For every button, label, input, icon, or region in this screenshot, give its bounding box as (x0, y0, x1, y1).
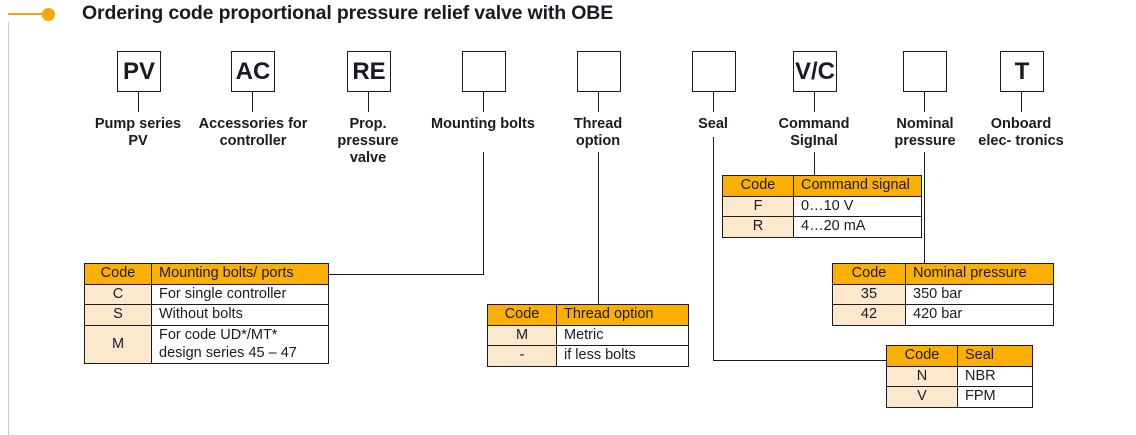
lead-box-8 (924, 92, 926, 112)
table-row: 35 350 bar (832, 283, 1054, 306)
code-box-command-signal[interactable]: V/C (793, 51, 837, 92)
cell-code: F (722, 195, 794, 218)
cell-code: R (722, 216, 794, 239)
cell-code: - (487, 345, 557, 368)
lead-box-1 (138, 92, 140, 112)
cell-code: M (84, 325, 152, 365)
table-header-row: Code Mounting bolts/ ports (84, 263, 329, 285)
code-box-pump-series[interactable]: PV (117, 51, 161, 92)
lead-box-5 (598, 92, 600, 112)
cell-value: 0…10 V (793, 195, 922, 218)
col-header-pressure: Nominal pressure (905, 263, 1054, 285)
caption-mounting-bolts: Mounting bolts (431, 116, 535, 132)
table-row: C For single controller (84, 283, 329, 306)
lead-box-6 (713, 92, 715, 112)
col-header-thread: Thread option (556, 304, 689, 326)
col-header-code: Code (487, 304, 557, 326)
cell-value: FPM (957, 386, 1033, 409)
title-bullet-icon (42, 8, 55, 21)
lead-mounting-bolts-horizontal (328, 274, 484, 276)
code-box-onboard-elec[interactable]: T (1000, 51, 1044, 92)
table-header-row: Code Command signal (722, 175, 922, 197)
table-row: F 0…10 V (722, 195, 922, 218)
cell-code: M (487, 324, 557, 347)
code-box-thread-option[interactable] (577, 51, 621, 92)
lead-command-signal (814, 152, 816, 176)
table-mounting-bolts: Code Mounting bolts/ ports C For single … (84, 263, 329, 365)
table-row: N NBR (886, 365, 1033, 388)
lead-thread-option (598, 152, 600, 305)
table-header-row: Code Nominal pressure (832, 263, 1054, 285)
cell-code: C (84, 283, 152, 306)
cell-code: V (886, 386, 958, 409)
table-header-row: Code Thread option (487, 304, 689, 326)
lead-seal-horizontal (713, 360, 886, 362)
code-box-nominal-pressure[interactable] (903, 51, 947, 92)
col-header-code: Code (722, 175, 794, 197)
table-row: 42 420 bar (832, 304, 1054, 327)
table-seal: Code Seal N NBR V FPM (886, 345, 1033, 409)
table-thread-option: Code Thread option M Metric - if less bo… (487, 304, 689, 368)
page-title: Ordering code proportional pressure reli… (82, 2, 614, 24)
lead-box-2 (252, 92, 254, 112)
cell-code: 35 (832, 283, 906, 306)
cell-value: if less bolts (556, 345, 689, 368)
caption-onboard-elec: Onboard elec- tronics (978, 116, 1064, 150)
caption-nominal-pressure: Nominal pressure (894, 116, 956, 150)
lead-nominal-pressure (924, 152, 926, 264)
caption-command-signal: Command SigInal (778, 116, 850, 150)
col-header-seal: Seal (957, 345, 1033, 367)
lead-box-3 (368, 92, 370, 112)
table-command-signal: Code Command signal F 0…10 V R 4…20 mA (722, 175, 922, 239)
lead-mounting-bolts-vertical (483, 152, 485, 275)
table-row: - if less bolts (487, 345, 689, 368)
cell-value: 4…20 mA (793, 216, 922, 239)
cell-value: Metric (556, 324, 689, 347)
cell-code: S (84, 304, 152, 327)
cell-value: For single controller (151, 283, 329, 306)
table-row: M Metric (487, 324, 689, 347)
table-row: S Without bolts (84, 304, 329, 327)
table-row: V FPM (886, 386, 1033, 409)
cell-value: Without bolts (151, 304, 329, 327)
code-box-seal[interactable] (692, 51, 736, 92)
cell-value: NBR (957, 365, 1033, 388)
table-row: R 4…20 mA (722, 216, 922, 239)
code-box-accessories[interactable]: AC (231, 51, 275, 92)
cell-code: N (886, 365, 958, 388)
cell-value: 420 bar (905, 304, 1054, 327)
col-header-bolts: Mounting bolts/ ports (151, 263, 329, 285)
cell-value: 350 bar (905, 283, 1054, 306)
table-header-row: Code Seal (886, 345, 1033, 367)
title-accent-rule (8, 13, 46, 15)
page-left-rule (8, 22, 9, 435)
caption-seal: Seal (698, 116, 728, 132)
caption-thread-option: Thread option (573, 116, 623, 150)
code-box-prop-valve[interactable]: RE (347, 51, 391, 92)
table-row: M For code UD*/MT* design series 45 – 47 (84, 325, 329, 365)
col-header-code: Code (84, 263, 152, 285)
col-header-code: Code (886, 345, 958, 367)
lead-box-7 (814, 92, 816, 112)
caption-pump-series: Pump series PV (94, 116, 182, 150)
col-header-signal: Command signal (793, 175, 922, 197)
lead-box-4 (483, 92, 485, 112)
cell-value: For code UD*/MT* design series 45 – 47 (151, 325, 329, 365)
lead-seal-vertical (713, 137, 715, 361)
code-box-mounting-bolts[interactable] (462, 51, 506, 92)
lead-box-9 (1021, 92, 1023, 112)
cell-code: 42 (832, 304, 906, 327)
table-nominal-pressure: Code Nominal pressure 35 350 bar 42 420 … (832, 263, 1054, 327)
caption-accessories: Accessories for controller (198, 116, 308, 150)
caption-prop-valve: Prop. pressure valve (337, 116, 399, 167)
col-header-code: Code (832, 263, 906, 285)
